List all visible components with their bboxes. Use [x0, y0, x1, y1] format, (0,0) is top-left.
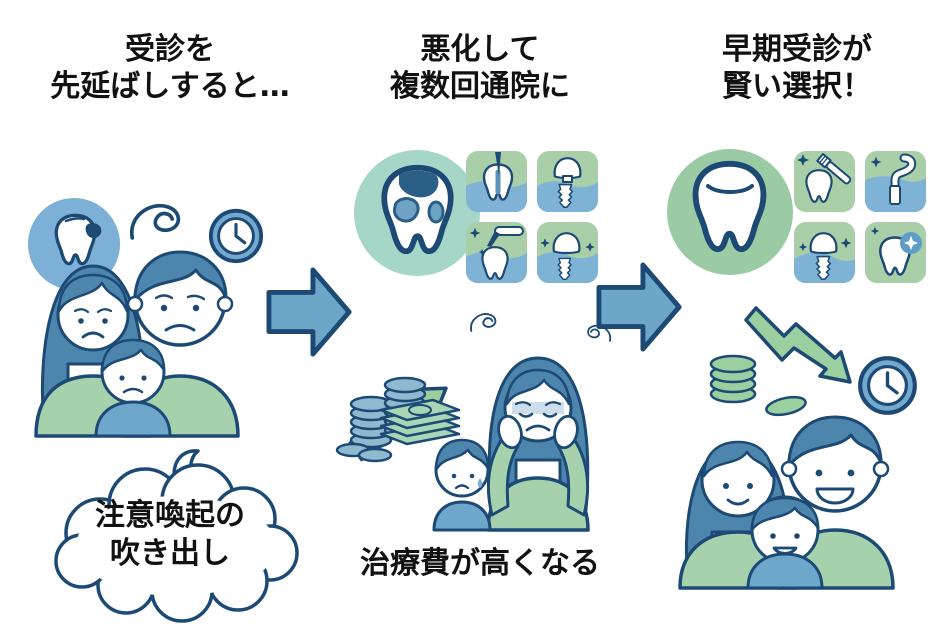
down-arrow: [744, 306, 852, 384]
right-title-line1: 早期受診が: [722, 32, 872, 67]
left-title-line1: 受診を: [125, 32, 215, 67]
speech-bubble-text: 注意喚起の 吹き出し: [30, 497, 310, 572]
happy-family-illustration: [678, 415, 895, 590]
middle-title-line1: 悪化して: [420, 32, 540, 67]
father-smile: [815, 487, 855, 505]
right-title-line2: 賢い選択！: [722, 68, 872, 104]
healthy-tooth-icon: [667, 149, 793, 275]
left-title-line2: 先延ばしすると…: [50, 68, 290, 104]
tear-drop: [477, 478, 483, 488]
middle-title-line2: 複数回通院に: [390, 68, 570, 104]
left-hand: [497, 414, 523, 450]
dental-drill-icon: [466, 222, 527, 283]
worried-family-illustration: [34, 250, 240, 438]
decreasing-cost-icon: [709, 306, 923, 417]
implant-crown-sparkle-icon: [794, 222, 855, 283]
attention-cloud-speech-bubble: [54, 449, 299, 623]
sparkling-clean-tooth-icon: [865, 222, 926, 283]
rising-cost-money-icon: [335, 376, 461, 463]
green-coin-stack: [709, 354, 807, 417]
stressed-mother-and-crying-child-illustration: [432, 313, 612, 532]
left-panel-title: 受診を 先延ばしすると…: [20, 32, 320, 105]
cost-increase-caption: 治療費が高くなる: [360, 546, 600, 581]
dental-tool-icon: [865, 151, 926, 212]
bill-stack: [379, 398, 461, 446]
child-hair: [434, 438, 490, 472]
bubble-text-line1: 注意喚起の: [95, 498, 245, 533]
child-hair: [750, 496, 820, 532]
child-hair: [100, 338, 166, 374]
child-shirt: [746, 552, 824, 590]
implant-sparkle-icon: [537, 222, 598, 283]
right-panel-title: 早期受診が 賢い選択！: [672, 32, 922, 105]
bubble-text-line2: 吹き出し: [110, 535, 230, 571]
implant-crown-icon: [537, 151, 598, 212]
clock-icon: [860, 358, 915, 413]
toothbrushing-icon: [794, 151, 855, 212]
child-shirt: [432, 500, 492, 532]
middle-panel-title: 悪化して 複数回通院に: [355, 32, 605, 105]
child-shirt: [94, 400, 172, 438]
right-hand: [553, 414, 579, 450]
root-canal-treatment-icon: [466, 151, 527, 212]
severely-decayed-tooth-icon: [354, 150, 480, 276]
